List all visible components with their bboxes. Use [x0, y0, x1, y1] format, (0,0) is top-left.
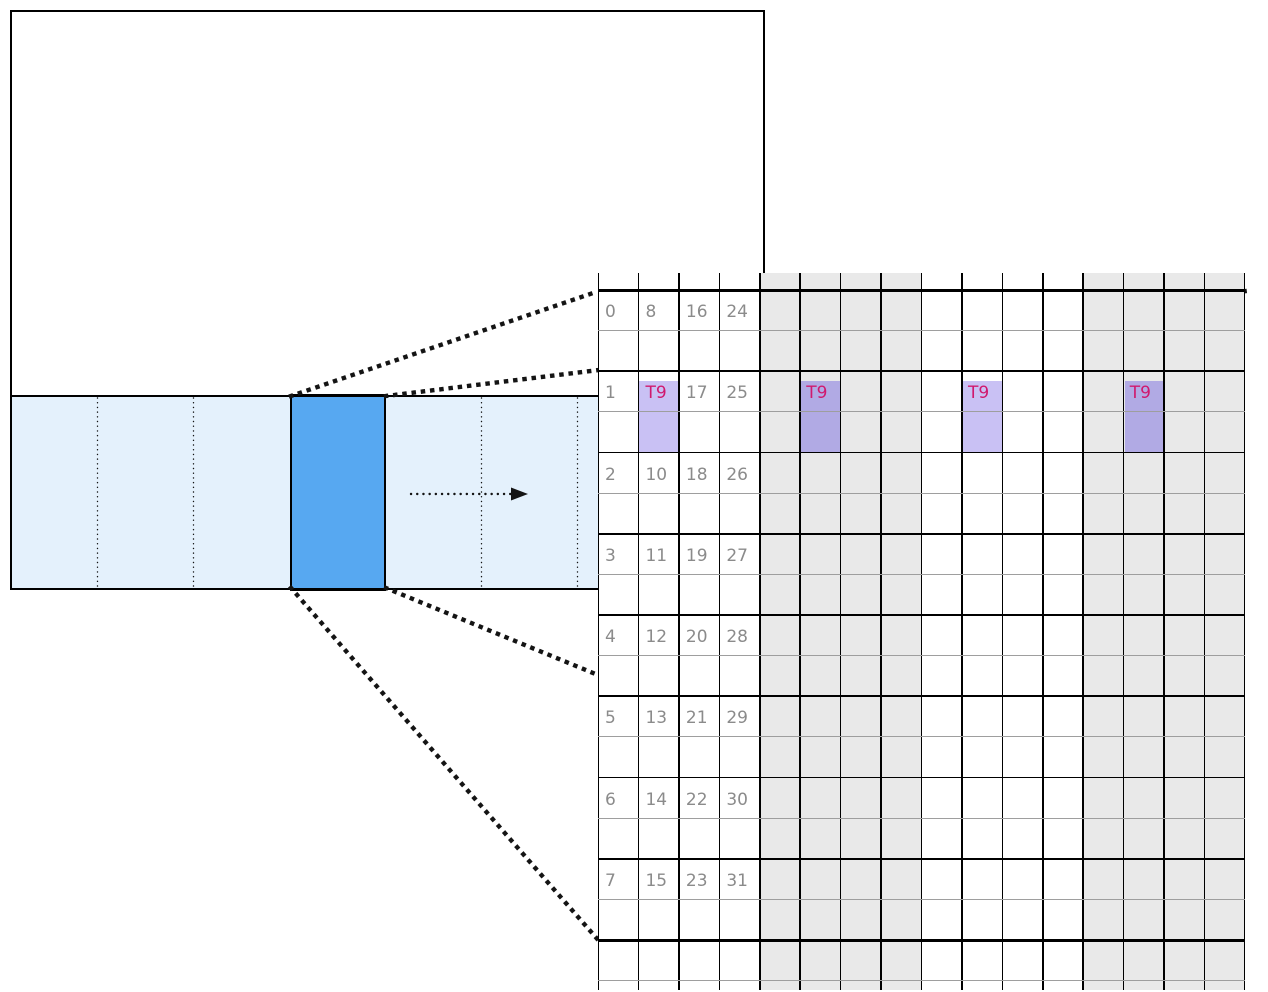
grid-group-line: [598, 857, 1245, 860]
row-label: 4: [605, 627, 616, 647]
grid-cell-number: 22: [685, 789, 708, 810]
grid-bottom-border: [598, 938, 1245, 942]
thread-cell-label: T9: [1129, 383, 1151, 404]
grid-mid-line: [598, 736, 1245, 738]
grid-mid-line: [598, 817, 1245, 819]
grid-vline: [1082, 273, 1085, 990]
grid-cell-number: 11: [645, 545, 668, 566]
grid-mid-line: [598, 573, 1245, 575]
grid-cell-number: 18: [685, 464, 708, 485]
row-label: 7: [605, 870, 616, 891]
grid-group-line: [598, 532, 1245, 535]
grid-cell-number: 29: [726, 708, 748, 729]
row-label: 5: [605, 708, 616, 729]
grid-vline: [1244, 273, 1245, 990]
row-label: 2: [605, 464, 616, 485]
row-label: 3: [605, 545, 616, 566]
thread-cell-label: T9: [806, 383, 828, 404]
grid-vline: [678, 273, 680, 990]
grid-vline: [1042, 273, 1044, 990]
grid-vline: [961, 273, 963, 990]
grid-cell-number: 19: [685, 545, 708, 566]
current-k-tile: [290, 394, 386, 591]
grid-mid-line: [598, 492, 1245, 494]
grid-cell-number: 23: [685, 870, 708, 891]
grid-cell-number: 14: [645, 789, 668, 810]
grid-vline: [598, 273, 599, 990]
thread-layout-grid: 0 8 16 24 1 T9 17 25 2 10 18 26 3 11 19 27 4 12 20 28 5 13 21 2…: [598, 273, 1245, 990]
grid-cell-number: 21: [685, 708, 708, 729]
grid-cell-number: 25: [726, 383, 748, 404]
grid-vline: [880, 273, 882, 990]
grid-cell-number: 26: [726, 464, 748, 485]
row-label: 1: [605, 383, 616, 404]
grid-mid-line: [598, 898, 1245, 900]
grid-group-line: [598, 370, 1245, 373]
grid-mid-line: [598, 330, 1245, 332]
grid-vline: [1203, 273, 1206, 990]
grid-vline: [839, 273, 842, 990]
grid-mid-line: [598, 655, 1245, 657]
grid-vline: [1163, 273, 1165, 990]
grid-group-line: [598, 776, 1245, 779]
grid-vline: [920, 273, 923, 990]
magnifier-line-bottom-left: [287, 584, 603, 945]
grid-cell-number: 30: [726, 789, 748, 810]
grid-cell-number: 31: [726, 870, 748, 891]
thread-cell-label: T9: [967, 383, 990, 404]
grid-cell-number: 27: [726, 545, 748, 566]
grid-vline: [1122, 273, 1125, 990]
grid-cell-number: 10: [645, 464, 668, 485]
grid-group-line: [598, 695, 1245, 698]
row-label: 6: [605, 789, 616, 810]
grid-vline: [758, 273, 761, 990]
grid-cell-number: 16: [685, 302, 708, 322]
grid-cell-number: 8: [645, 302, 657, 322]
grid-cell-number: 15: [645, 870, 668, 891]
row-label: 0: [605, 302, 616, 322]
grid-group-line: [598, 451, 1245, 454]
grid-vline: [799, 273, 801, 990]
grid-cell-number: 12: [645, 627, 668, 647]
grid-cell-number: 28: [726, 627, 748, 647]
grid-cell-number: 20: [685, 627, 708, 647]
grid-group-line: [598, 614, 1245, 616]
grid-vline: [1001, 273, 1004, 990]
grid-vline: [718, 273, 721, 990]
grid-cell-number: 24: [726, 302, 748, 322]
grid-top-border: [598, 288, 1245, 292]
grid-mid-line: [598, 980, 1245, 982]
grid-vline: [637, 273, 640, 990]
grid-cell-number: 17: [685, 383, 708, 404]
grid-mid-line: [598, 411, 1245, 413]
grid-cell-number: 13: [645, 708, 668, 729]
thread-cell-label: T9: [645, 383, 667, 404]
